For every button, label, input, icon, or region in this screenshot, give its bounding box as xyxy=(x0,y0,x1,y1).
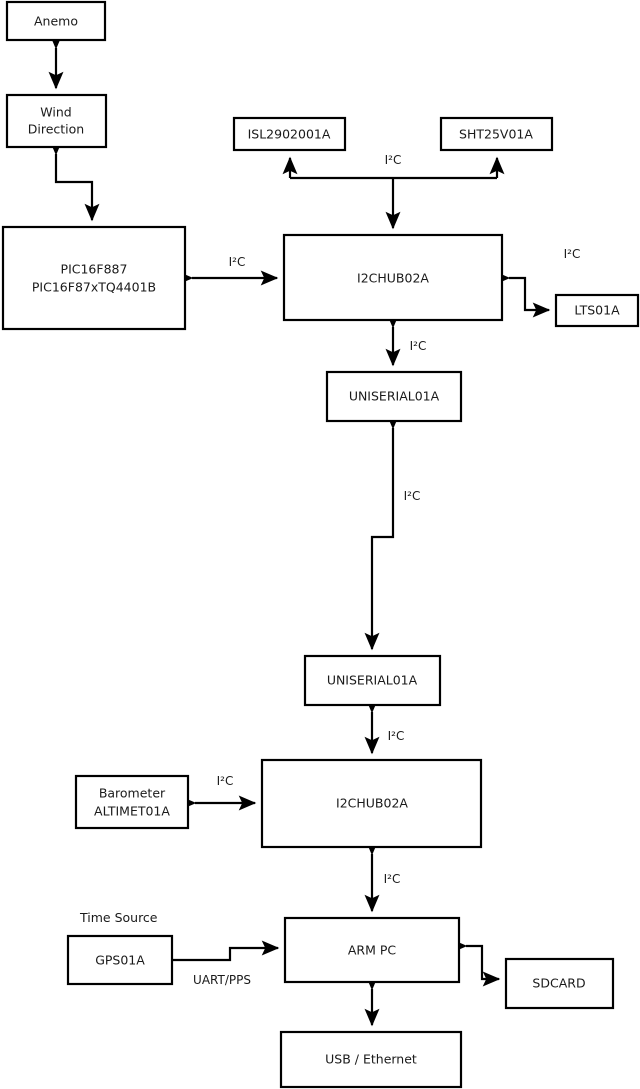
node-lts01a[interactable]: LTS01A xyxy=(554,293,640,328)
node-pic16f887[interactable]: PIC16F887 PIC16F87xTQ4401B xyxy=(1,225,187,331)
node-barometer-label-line1: Barometer xyxy=(99,786,166,801)
node-isl2902001a-label: ISL2902001A xyxy=(248,127,331,142)
edge-label-uart-pps: UART/PPS xyxy=(193,973,251,987)
node-wind-direction-label-line1: Wind xyxy=(40,105,71,120)
node-usb-ethernet-label: USB / Ethernet xyxy=(325,1052,417,1067)
edge-labels-layer: I²C I²C I²C I²C I²C I²C I²C I²C UART/PPS xyxy=(193,153,580,987)
free-labels-layer: Time Source xyxy=(79,910,158,925)
node-uniserial01a-top-label: UNISERIAL01A xyxy=(349,389,440,404)
edge-label-i2c-hub-uniserial: I²C xyxy=(410,339,427,353)
connection-uniserial-uniserial xyxy=(364,411,401,651)
node-sht25v01a[interactable]: SHT25V01A xyxy=(439,116,554,152)
node-lts01a-label: LTS01A xyxy=(574,303,620,318)
node-barometer[interactable]: Barometer ALTIMET01A xyxy=(74,774,190,830)
node-arm-pc[interactable]: ARM PC xyxy=(283,916,461,984)
connection-i2c-bus-top xyxy=(282,156,505,230)
edge-label-i2c-uniserial-hub-bottom: I²C xyxy=(388,729,405,743)
node-pic16f887-label-line1: PIC16F887 xyxy=(61,262,128,277)
node-i2chub02a-top[interactable]: I2CHUB02A xyxy=(282,233,504,322)
node-gps01a[interactable]: GPS01A xyxy=(66,934,174,986)
node-gps01a-label: GPS01A xyxy=(95,953,145,968)
node-barometer-label-line2: ALTIMET01A xyxy=(94,804,170,819)
edge-label-i2c-hub-lts: I²C xyxy=(564,247,581,261)
connection-armpc-sdcard xyxy=(449,938,501,987)
edge-label-i2c-barometer-hub: I²C xyxy=(217,774,234,788)
connection-gps-armpc xyxy=(172,940,280,962)
node-i2chub02a-top-label: I2CHUB02A xyxy=(357,271,429,286)
node-wind-direction[interactable]: Wind Direction xyxy=(5,93,108,149)
node-uniserial01a-bottom-label: UNISERIAL01A xyxy=(327,673,418,688)
node-uniserial01a-bottom[interactable]: UNISERIAL01A xyxy=(303,654,442,707)
edge-label-i2c-pic-hub: I²C xyxy=(229,255,246,269)
node-uniserial01a-top[interactable]: UNISERIAL01A xyxy=(325,370,463,423)
node-wind-direction-label-line2: Direction xyxy=(28,122,84,137)
connection-hub-top-lts xyxy=(492,270,551,318)
edge-label-i2c-bus-top: I²C xyxy=(385,153,402,167)
node-i2chub02a-bottom[interactable]: I2CHUB02A xyxy=(260,758,483,849)
node-isl2902001a[interactable]: ISL2902001A xyxy=(232,116,347,152)
node-usb-ethernet[interactable]: USB / Ethernet xyxy=(279,1030,463,1089)
edge-label-i2c-uniserial-link: I²C xyxy=(404,489,421,503)
node-anemo[interactable]: Anemo xyxy=(5,0,107,42)
edge-label-i2c-hub-armpc: I²C xyxy=(384,872,401,886)
node-anemo-label: Anemo xyxy=(34,14,78,29)
node-i2chub02a-bottom-label: I2CHUB02A xyxy=(336,796,408,811)
node-sdcard[interactable]: SDCARD xyxy=(504,957,615,1010)
connection-wind-pic xyxy=(48,137,100,222)
label-time-source: Time Source xyxy=(79,910,158,925)
node-pic16f887-label-line2: PIC16F87xTQ4401B xyxy=(32,280,156,295)
node-arm-pc-label: ARM PC xyxy=(348,943,397,958)
node-sdcard-label: SDCARD xyxy=(532,976,585,991)
connections-layer xyxy=(48,31,551,1027)
node-sht25v01a-label: SHT25V01A xyxy=(459,127,533,142)
